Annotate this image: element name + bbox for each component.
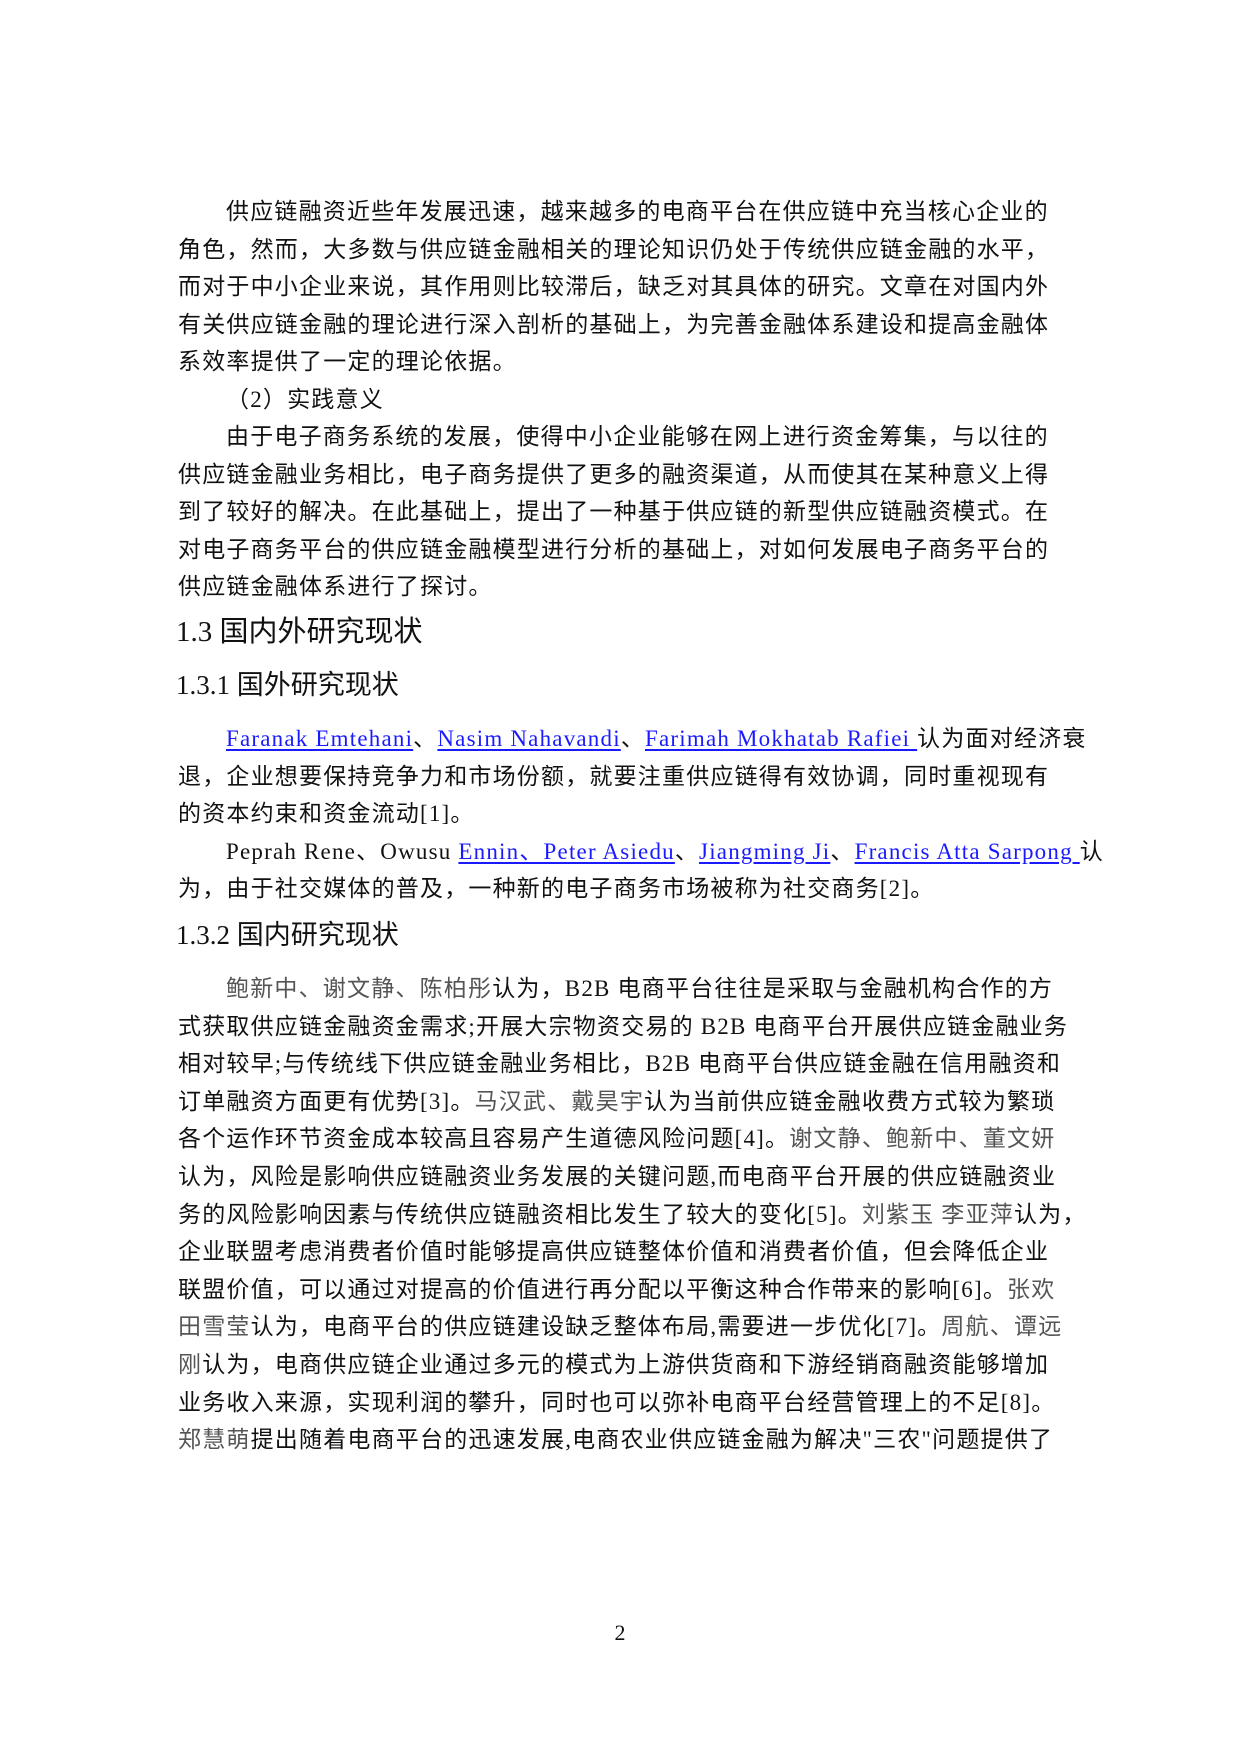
text-line: 为，由于社交媒体的普及，一种新的电子商务市场被称为社交商务[2]。 (178, 876, 935, 901)
author-name: 周航、谭远 (941, 1314, 1063, 1340)
text-line: 到了较好的解决。在此基础上，提出了一种基于供应链的新型供应链融资模式。在 (178, 499, 1050, 524)
text-line: 订单融资方面更有优势[3]。马汉武、戴昊宇认为当前供应链金融收费方式较为繁琐 (178, 1083, 1098, 1121)
text-fragment: 认为，电商供应链企业通过多元的模式为上游供货商和下游经销商融资能够增加 (202, 1352, 1050, 1377)
author-link[interactable]: Farimah Mokhatab Rafiei (645, 726, 918, 751)
text-line: 的资本约束和资金流动[1]。 (178, 801, 475, 826)
author-link[interactable]: Ennin、Peter Asiedu (458, 839, 675, 864)
text-line: 式获取供应链金融资金需求;开展大宗物资交易的 B2B 电商平台开展供应链金融业务 (178, 1008, 1098, 1046)
subheading-practice: （2）实践意义 (226, 387, 384, 412)
author-name: 田雪莹 (178, 1314, 251, 1340)
author-link[interactable]: Jiangming Ji (699, 839, 831, 864)
text-fragment: 认为当前供应链金融收费方式较为繁琐 (644, 1088, 1056, 1114)
text-fragment: 式获取供应链金融资金需求;开展大宗物资交易的 B2B 电商平台开展供应链金融业务 (178, 1013, 1069, 1039)
text-line: 退，企业想要保持竞争力和市场份额，就要注重供应链得有效协调，同时重视现有 (178, 764, 1050, 789)
text-fragment: 务的风险影响因素与传统供应链融资相比发生了较大的变化[5]。 (178, 1201, 862, 1227)
text-line: 刚认为，电商供应链企业通过多元的模式为上游供货商和下游经销商融资能够增加 (178, 1346, 1098, 1384)
section-heading-1-3-2: 1.3.2 国内研究现状 (176, 920, 399, 950)
author-name: 鲍新中、谢文静、陈柏彤 (226, 976, 493, 1001)
text-line: 各个运作环节资金成本较高且容易产生道德风险问题[4]。谢文静、鲍新中、董文妍 (178, 1120, 1098, 1158)
text-line: 由于电子商务系统的发展，使得中小企业能够在网上进行资金筹集，与以往的 (226, 424, 1049, 449)
text-fragment: 各个运作环节资金成本较高且容易产生道德风险问题[4]。 (178, 1126, 790, 1152)
text-line: 对电子商务平台的供应链金融模型进行分析的基础上，对如何发展电子商务平台的 (178, 537, 1050, 562)
text-fragment: 相对较早;与传统线下供应链金融业务相比，B2B 电商平台供应链金融在信用融资和 (178, 1051, 1062, 1077)
text-line: 而对于中小企业来说，其作用则比较滞后，缺乏对其具体的研究。文章在对国内外 (178, 274, 1050, 299)
text-line: 联盟价值，可以通过对提高的价值进行再分配以平衡这种合作带来的影响[6]。张欢 (178, 1271, 1098, 1309)
text-fragment: 认 (1079, 839, 1104, 864)
text-line: Faranak Emtehani、Nasim Nahavandi、Farimah… (226, 720, 1146, 758)
text-line: 业务收入来源，实现利润的攀升，同时也可以弥补电商平台经营管理上的不足[8]。 (178, 1384, 1098, 1422)
text-fragment: 联盟价值，可以通过对提高的价值进行再分配以平衡这种合作带来的影响[6]。 (178, 1276, 1008, 1302)
text-line: 系效率提供了一定的理论依据。 (178, 349, 517, 374)
text-fragment: 认为， (1013, 1201, 1087, 1227)
author-name: 郑慧萌 (178, 1427, 251, 1453)
text-line: 相对较早;与传统线下供应链金融业务相比，B2B 电商平台供应链金融在信用融资和 (178, 1045, 1098, 1083)
text-fragment: 订单融资方面更有优势[3]。 (178, 1088, 475, 1114)
text-line: 供应链金融业务相比，电子商务提供了更多的融资渠道，从而使其在某种意义上得 (178, 462, 1050, 487)
text-line: 有关供应链金融的理论进行深入剖析的基础上，为完善金融体系建设和提高金融体 (178, 312, 1050, 337)
separator: 、 (620, 726, 646, 751)
section-heading-1-3: 1.3 国内外研究现状 (176, 616, 423, 648)
author-name: 刚 (178, 1352, 203, 1377)
text-fragment: 认为，B2B 电商平台往往是采取与金融机构合作的方 (492, 976, 1054, 1001)
text-fragment: 认为，风险是影响供应链融资业务发展的关键问题,而电商平台开展的供应链融资业 (178, 1164, 1057, 1189)
text-fragment: 提出随着电商平台的迅速发展,电商农业供应链金融为解决"三农"问题提供了 (250, 1427, 1054, 1453)
text-line: 郑慧萌提出随着电商平台的迅速发展,电商农业供应链金融为解决"三农"问题提供了 (178, 1421, 1098, 1459)
text-fragment: 业务收入来源，实现利润的攀升，同时也可以弥补电商平台经营管理上的不足[8]。 (178, 1389, 1056, 1415)
author-link[interactable]: Francis Atta Sarpong (854, 839, 1080, 864)
author-name: 张欢 (1007, 1276, 1056, 1302)
text-fragment: 认为面对经济衰 (917, 726, 1087, 751)
text-line: 供应链金融体系进行了探讨。 (178, 574, 493, 599)
text-fragment: 企业联盟考虑消费者价值时能够提高供应链整体价值和消费者价值，但会降低企业 (178, 1239, 1050, 1265)
text-fragment: 认为，电商平台的供应链建设缺乏整体布局,需要进一步优化[7]。 (250, 1314, 942, 1340)
text-line: 供应链融资近些年发展迅速，越来越多的电商平台在供应链中充当核心企业的 (226, 199, 1049, 224)
text-line: Peprah Rene、Owusu Ennin、Peter Asiedu、Jia… (226, 833, 1146, 871)
text-line: 角色，然而，大多数与供应链金融相关的理论知识仍处于传统供应链金融的水平， (178, 237, 1050, 262)
text-fragment: Peprah Rene、Owusu (226, 839, 459, 864)
text-line: 企业联盟考虑消费者价值时能够提高供应链整体价值和消费者价值，但会降低企业 (178, 1233, 1098, 1271)
author-link[interactable]: Nasim Nahavandi (437, 726, 621, 751)
author-link[interactable]: Faranak Emtehani (226, 726, 414, 751)
separator: 、 (674, 839, 700, 864)
text-line: 务的风险影响因素与传统供应链融资相比发生了较大的变化[5]。刘紫玉 李亚萍认为， (178, 1196, 1098, 1234)
author-name: 马汉武、戴昊宇 (474, 1088, 645, 1114)
separator: 、 (830, 839, 855, 864)
author-name: 刘紫玉 李亚萍 (861, 1201, 1014, 1227)
text-line: 鲍新中、谢文静、陈柏彤认为，B2B 电商平台往往是采取与金融机构合作的方 (226, 970, 1146, 1008)
section-heading-1-3-1: 1.3.1 国外研究现状 (176, 670, 399, 700)
author-name: 谢文静、鲍新中、董文妍 (789, 1126, 1056, 1152)
text-line: 认为，风险是影响供应链融资业务发展的关键问题,而电商平台开展的供应链融资业 (178, 1158, 1098, 1196)
text-line: 田雪莹认为，电商平台的供应链建设缺乏整体布局,需要进一步优化[7]。周航、谭远 (178, 1308, 1098, 1346)
separator: 、 (413, 726, 438, 751)
page-number: 2 (614, 1620, 626, 1645)
